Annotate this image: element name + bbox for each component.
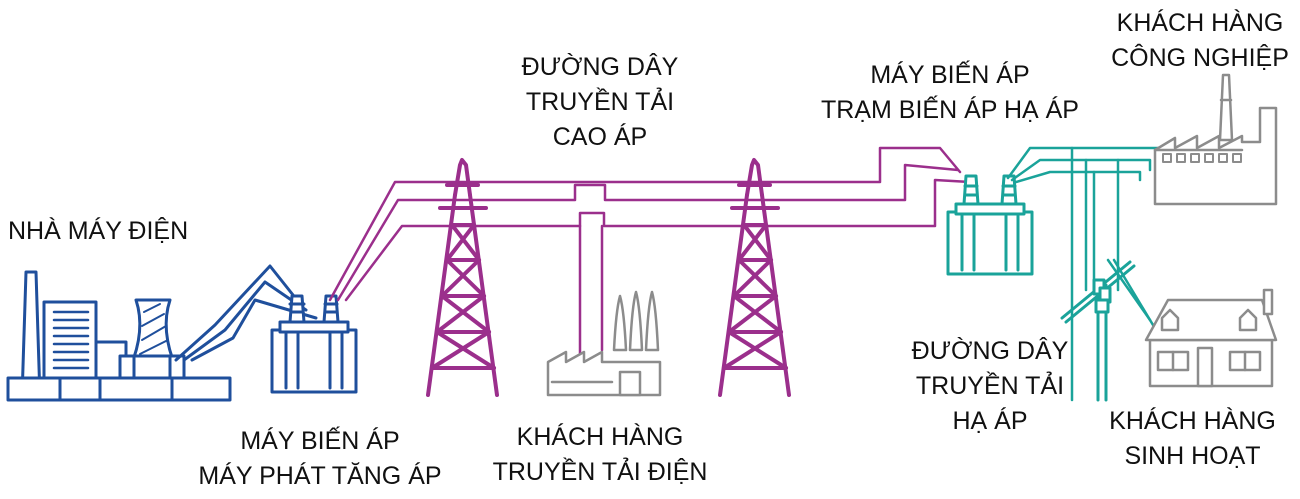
label-line: CAO ÁP <box>552 123 648 151</box>
step-down-transformer-icon <box>946 174 1034 276</box>
label-line: HẠ ÁP <box>952 407 1028 435</box>
label-line: TRUYỀN TẢI <box>915 372 1065 400</box>
label-line: ĐƯỜNG DÂY <box>521 53 679 81</box>
factory-icon <box>1153 73 1278 206</box>
label-step-down-transformer: MÁY BIẾN ÁP TRẠM BIẾN ÁP HẠ ÁP <box>800 58 1100 128</box>
label-industrial-customer: KHÁCH HÀNG CÔNG NGHIỆP <box>1105 6 1295 76</box>
utility-pole-icon <box>1060 260 1136 402</box>
label-power-plant: NHÀ MÁY ĐIỆN <box>8 214 188 249</box>
label-line: MÁY PHÁT TĂNG ÁP <box>198 462 442 490</box>
label-line: TRẠM BIẾN ÁP HẠ ÁP <box>821 96 1079 124</box>
label-residential-customer: KHÁCH HÀNG SINH HOẠT <box>1100 404 1285 474</box>
label-line: MÁY BIẾN ÁP <box>870 61 1030 89</box>
transmission-tower-icon <box>718 158 791 397</box>
label-line: TRUYỀN TẢI ĐIỆN <box>492 458 708 486</box>
power-plant-icon <box>6 270 232 402</box>
label-line: KHÁCH HÀNG <box>516 423 684 451</box>
hv-transmission-lines <box>328 146 972 302</box>
label-line: KHÁCH HÀNG <box>1116 9 1284 37</box>
label-line: TRUYỀN TẢI <box>525 88 675 116</box>
label-step-up-transformer: MÁY BIẾN ÁP MÁY PHÁT TĂNG ÁP <box>160 424 480 494</box>
label-line: SINH HOẠT <box>1124 442 1261 470</box>
transmission-tower-icon <box>426 158 499 397</box>
label-line: ĐƯỜNG DÂY <box>911 337 1069 365</box>
distribution-lines <box>1006 146 1162 402</box>
step-up-transformer-icon <box>270 294 358 394</box>
factory-icon <box>546 290 662 397</box>
label-line: MÁY BIẾN ÁP <box>240 427 400 455</box>
label-line: NHÀ MÁY ĐIỆN <box>8 217 189 245</box>
label-line: CÔNG NGHIỆP <box>1111 44 1289 72</box>
generator-lines <box>174 264 318 362</box>
house-icon <box>1144 288 1278 388</box>
label-lv-transmission-line: ĐƯỜNG DÂY TRUYỀN TẢI HẠ ÁP <box>895 334 1085 439</box>
label-line: KHÁCH HÀNG <box>1109 407 1276 435</box>
transmission-customer-drop <box>578 224 604 372</box>
label-hv-transmission-line: ĐƯỜNG DÂY TRUYỀN TẢI CAO ÁP <box>480 50 720 155</box>
label-transmission-customer: KHÁCH HÀNG TRUYỀN TẢI ĐIỆN <box>480 420 720 490</box>
